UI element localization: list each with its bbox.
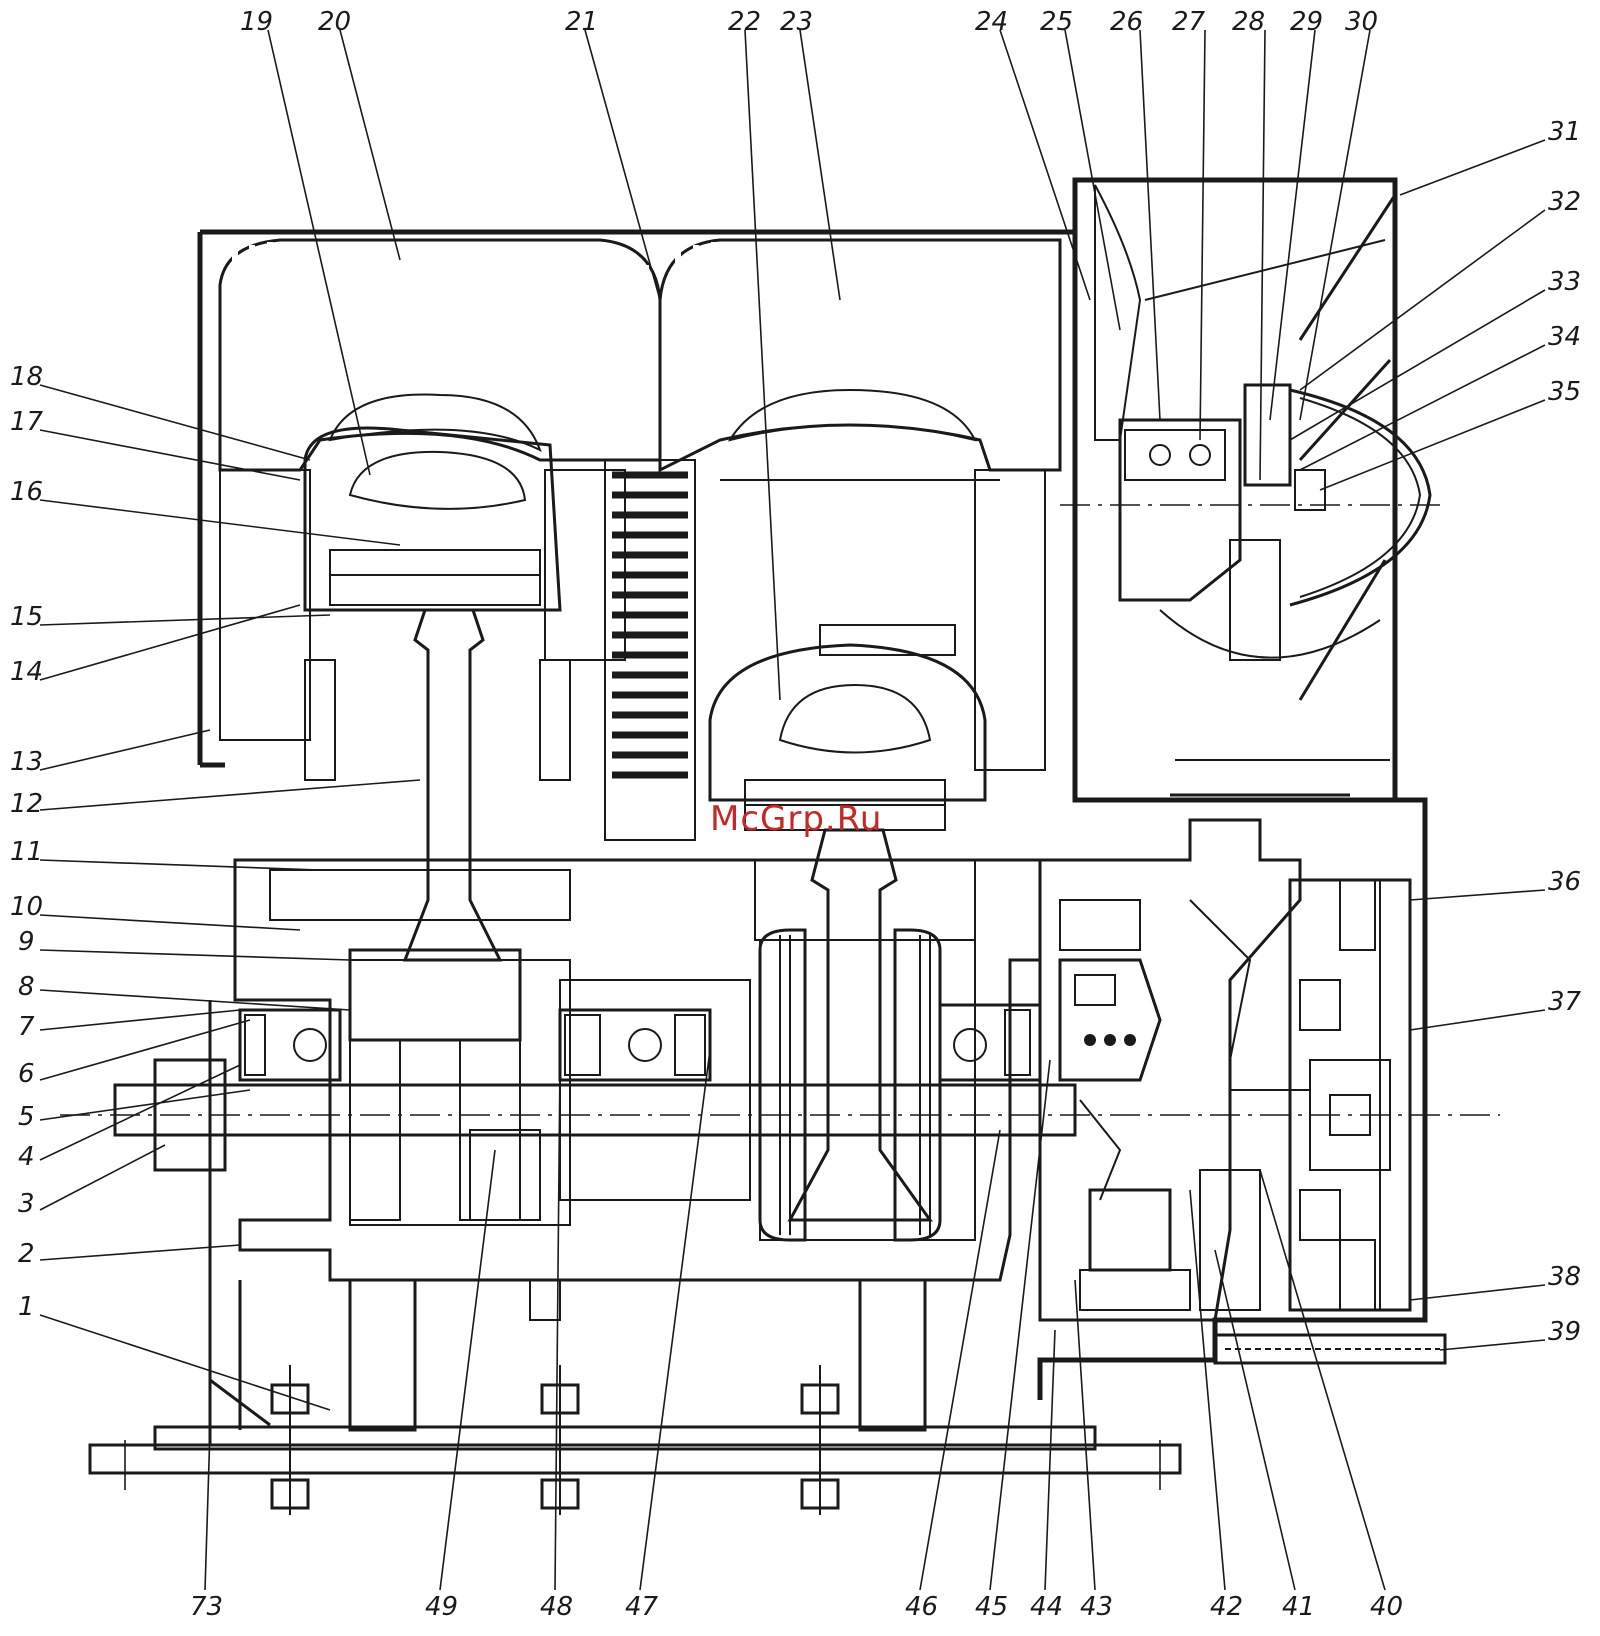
label-25: 25 — [1040, 7, 1073, 37]
center-main-bearing — [558, 1008, 712, 1082]
left-piston — [303, 426, 571, 781]
label-27: 27 — [1172, 7, 1206, 37]
fan-hub — [1060, 383, 1440, 661]
label-73: 73 — [190, 1592, 223, 1622]
label-15: 15 — [10, 602, 43, 632]
label-40: 40 — [1370, 1592, 1403, 1622]
rotor-assembly — [1230, 878, 1412, 1312]
mounting-bolts — [124, 1365, 1161, 1515]
label-35: 35 — [1548, 377, 1581, 407]
label-23: 23 — [780, 7, 813, 37]
ignition-contact-breaker — [1058, 958, 1162, 1201]
label-47: 47 — [625, 1592, 659, 1622]
label-22: 22 — [728, 7, 761, 37]
label-4: 4 — [18, 1142, 35, 1172]
right-cylinder-barrel — [974, 469, 1046, 771]
label-18: 18 — [10, 362, 43, 392]
fan-housing — [1072, 177, 1398, 803]
label-37: 37 — [1548, 987, 1582, 1017]
right-main-bearing — [938, 1003, 1042, 1082]
label-41: 41 — [1282, 1592, 1315, 1622]
label-48: 48 — [540, 1592, 573, 1622]
mounting-feet — [348, 1278, 927, 1432]
bolt — [540, 1365, 580, 1515]
label-13: 13 — [10, 747, 43, 777]
label-24: 24 — [975, 7, 1008, 37]
label-34: 34 — [1548, 322, 1581, 352]
label-14: 14 — [10, 657, 43, 687]
label-29: 29 — [1290, 7, 1323, 37]
label-12: 12 — [10, 789, 43, 819]
ignition-coil — [1079, 1188, 1191, 1311]
left-cylinder-barrel — [219, 469, 626, 741]
head-cooling-fins-left — [232, 242, 649, 420]
label-39: 39 — [1548, 1317, 1581, 1347]
bolt — [270, 1365, 310, 1515]
flywheel-fastener — [1213, 1333, 1447, 1365]
label-44: 44 — [1030, 1592, 1063, 1622]
label-17: 17 — [10, 407, 44, 437]
label-20: 20 — [318, 7, 351, 37]
label-9: 9 — [18, 927, 35, 957]
label-21: 21 — [565, 7, 598, 37]
leader-lines — [39, 29, 1546, 1591]
label-7: 7 — [18, 1012, 35, 1042]
label-26: 26 — [1110, 7, 1143, 37]
label-5: 5 — [18, 1102, 35, 1132]
center-cooling-fins — [604, 459, 696, 841]
label-31: 31 — [1548, 117, 1581, 147]
bolt — [800, 1365, 840, 1515]
label-36: 36 — [1548, 867, 1581, 897]
label-32: 32 — [1548, 187, 1581, 217]
label-3: 3 — [18, 1189, 35, 1219]
label-19: 19 — [240, 7, 273, 37]
label-10: 10 — [10, 892, 43, 922]
label-8: 8 — [18, 972, 35, 1002]
label-1: 1 — [18, 1292, 35, 1322]
label-42: 42 — [1210, 1592, 1243, 1622]
label-11: 11 — [10, 837, 43, 867]
label-45: 45 — [975, 1592, 1008, 1622]
watermark: McGrp.Ru — [710, 799, 882, 839]
left-connecting-rod — [402, 608, 503, 962]
label-43: 43 — [1080, 1592, 1113, 1622]
label-30: 30 — [1345, 7, 1378, 37]
label-49: 49 — [425, 1592, 458, 1622]
label-46: 46 — [905, 1592, 938, 1622]
label-6: 6 — [18, 1059, 35, 1089]
fan-nose-cone — [1289, 388, 1432, 607]
part-number-labels: 1 2 3 4 5 6 7 8 9 10 11 12 13 14 15 16 1… — [10, 7, 1582, 1622]
left-crank-web — [348, 948, 541, 1221]
label-2: 2 — [18, 1239, 35, 1269]
mounting-base — [88, 1000, 1182, 1475]
label-28: 28 — [1232, 7, 1265, 37]
label-38: 38 — [1548, 1262, 1581, 1292]
label-33: 33 — [1548, 267, 1581, 297]
left-main-bearing — [238, 1008, 342, 1082]
right-connecting-rod — [787, 828, 933, 1222]
label-16: 16 — [10, 477, 43, 507]
left-cylinder-head — [218, 238, 662, 472]
right-cylinder-head — [658, 238, 1062, 481]
